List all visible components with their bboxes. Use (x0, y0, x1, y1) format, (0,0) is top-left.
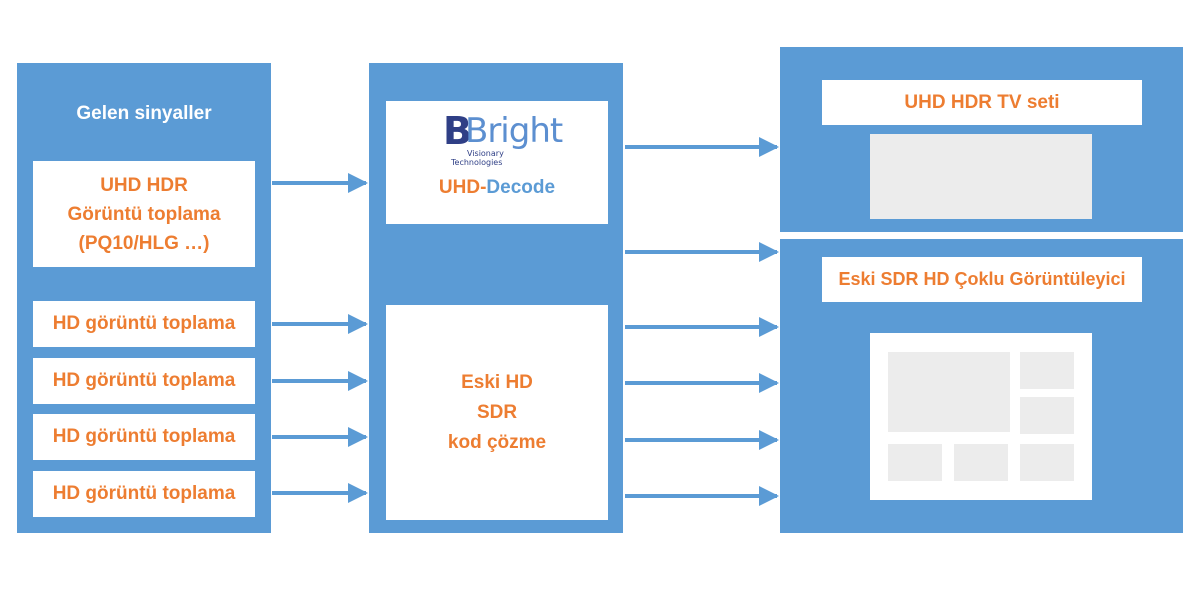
legacy-decode-line2: SDR (476, 401, 518, 423)
bbright-logo-tagline-2: Technologies (451, 158, 503, 167)
uhd-decode-prefix: UHD- (438, 177, 487, 198)
hd-capture-box-3: HD görüntü toplama (33, 414, 255, 460)
sdr-label-2: HDSDI SDR (649, 336, 749, 356)
multiviewer-title-box: Eski SDR HD Çoklu Görüntüleyici (822, 257, 1142, 302)
multiviewer-tile-bottom-1 (888, 444, 942, 481)
multiviewer-tile-mid-right (1020, 397, 1074, 434)
legacy-decode-line3: kod çözme (447, 431, 547, 453)
bbright-logo-tagline-1: Visionary (467, 149, 504, 158)
uhd-tv-title-box: UHD HDR TV seti (822, 80, 1142, 125)
hd-capture-box-1: HD görüntü toplama (33, 301, 255, 347)
legacy-hd-decode-box: Eski HD SDR kod çözme (386, 305, 608, 520)
uhd-decode-suffix: Decode (486, 177, 556, 198)
hdmi-label-line2: UHD HDR (657, 148, 741, 168)
uhd-capture-line3: (PQ10/HLG …) (78, 232, 210, 254)
bbright-logo-word: Bright (465, 111, 563, 151)
sdr-label-4: HDSDI SDR (649, 450, 749, 470)
uhd-decode-box: B Bright Visionary Technologies UHD-Deco… (386, 101, 608, 224)
sdr-label-1: HDSDI SDR (649, 258, 749, 278)
bbright-logo-mark: B (443, 109, 472, 153)
sdr-label-5: HDSDI SDR (649, 507, 749, 527)
multiviewer-tile-top-right (1020, 352, 1074, 389)
uhd-capture-line1: UHD HDR (100, 174, 188, 196)
multiviewer-tile-bottom-3 (1020, 444, 1074, 481)
sdr-label-3: HDSDI SDR (649, 391, 749, 411)
hdmi-label-line1: HDMI 2.0b (655, 120, 743, 140)
uhd-capture-line2: Görüntü toplama (67, 203, 221, 225)
incoming-signals-title: Gelen sinyaller (76, 103, 212, 124)
hd-capture-box-2: HD görüntü toplama (33, 358, 255, 404)
multiviewer-tile-main (888, 352, 1010, 432)
uhd-tv-screen (870, 134, 1092, 219)
legacy-decode-line1: Eski HD (461, 371, 533, 393)
hd-capture-box-4: HD görüntü toplama (33, 471, 255, 517)
uhd-hdr-capture-box: UHD HDR Görüntü toplama (PQ10/HLG …) (33, 161, 255, 267)
bbright-logo: B Bright Visionary Technologies (437, 109, 563, 167)
uhd-decode-label: UHD-Decode (439, 177, 555, 199)
multiviewer-tile-bottom-2 (954, 444, 1008, 481)
